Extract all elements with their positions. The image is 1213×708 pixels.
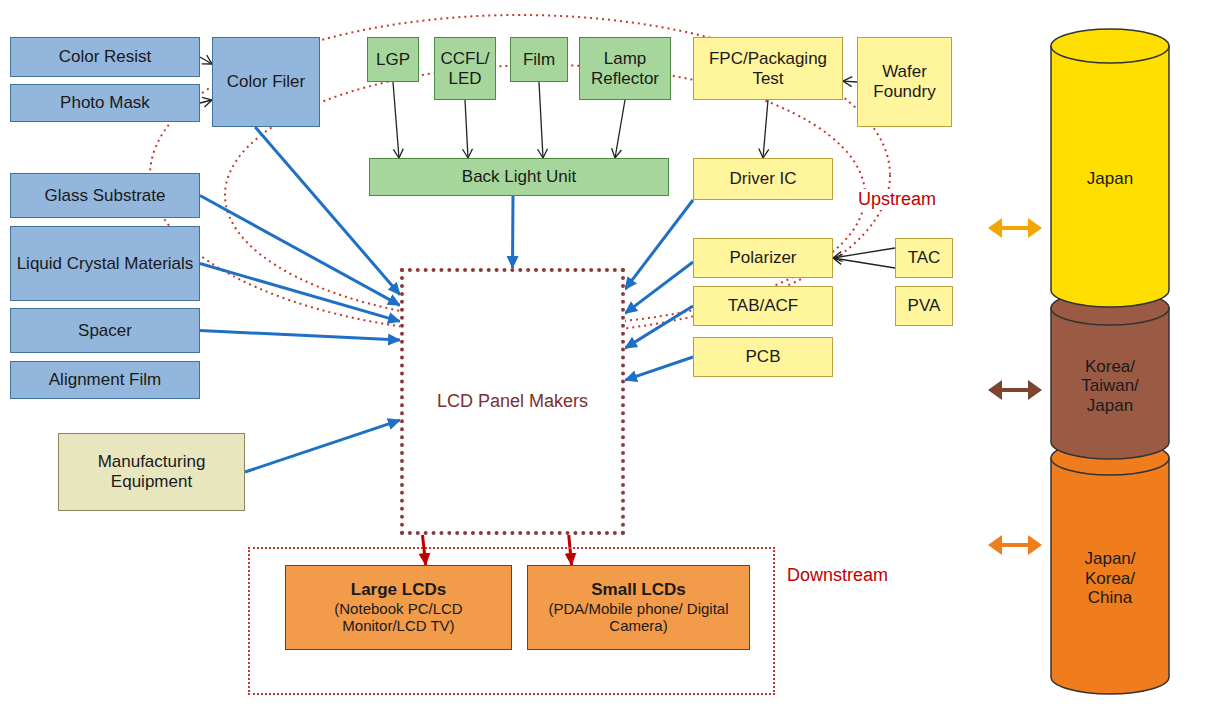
box-label: Back Light Unit xyxy=(462,167,576,187)
component-box: Driver IC xyxy=(693,158,833,200)
box-label: Color Filer xyxy=(227,72,305,92)
product-box: Large LCDs(Notebook PC/LCD Monitor/LCD T… xyxy=(285,565,512,650)
box-label: PVA xyxy=(908,296,941,316)
box-label: Glass Substrate xyxy=(45,186,166,206)
box-label: PCB xyxy=(746,347,781,367)
flow-arrow xyxy=(569,535,572,565)
component-box: TAB/ACF xyxy=(693,286,833,326)
product-box: Small LCDs(PDA/Mobile phone/ Digital Cam… xyxy=(527,565,750,650)
flow-arrow xyxy=(200,57,212,64)
box-label: Manufacturing Equipment xyxy=(64,452,239,491)
flow-arrow xyxy=(625,306,693,348)
cylinder-segment: Japan xyxy=(1050,28,1170,308)
flow-arrow xyxy=(833,258,895,268)
cylinder-segment: Japan/ Korea/ China xyxy=(1050,440,1170,695)
component-box: TAC xyxy=(895,238,953,278)
box-label: Liquid Crystal Materials xyxy=(17,254,194,274)
double-arrow xyxy=(988,535,1042,555)
material-box: Photo Mask xyxy=(10,84,200,122)
box-label: FPC/Packaging Test xyxy=(699,49,837,88)
flow-arrow xyxy=(615,100,625,158)
region-heading: Downstream xyxy=(787,565,888,586)
flow-arrow xyxy=(625,200,693,289)
box-label: Photo Mask xyxy=(60,93,150,113)
flow-arrow xyxy=(245,420,400,472)
equipment-box: Manufacturing Equipment xyxy=(58,433,245,511)
component-box: FPC/Packaging Test xyxy=(693,37,843,100)
box-label: Film xyxy=(523,50,555,70)
backlight-part-box: Lamp Reflector xyxy=(579,37,671,100)
backlight-part-box: Film xyxy=(510,37,568,82)
box-label: Color Resist xyxy=(59,47,152,67)
box-label: Wafer Foundry xyxy=(863,62,946,101)
box-label: TAC xyxy=(908,248,941,268)
flow-arrow xyxy=(625,357,693,380)
box-body: (Notebook PC/LCD Monitor/LCD TV) xyxy=(291,600,506,635)
material-box: Color Resist xyxy=(10,37,200,77)
box-label: Japan/ Korea/ China xyxy=(1074,549,1146,608)
flow-arrow xyxy=(200,100,212,103)
box-label: Driver IC xyxy=(729,169,796,189)
flow-arrow xyxy=(465,100,468,158)
material-box: Liquid Crystal Materials xyxy=(10,226,200,301)
component-box: PVA xyxy=(895,286,953,326)
box-label: Alignment Film xyxy=(49,370,161,390)
box-label: Japan xyxy=(1087,169,1133,189)
box-heading: Small LCDs xyxy=(591,580,685,600)
flow-arrow xyxy=(625,262,693,313)
flow-arrow xyxy=(763,100,768,158)
cylinder-shape xyxy=(1050,28,1170,308)
flow-arrow xyxy=(200,264,400,322)
backlight-part-box: CCFL/ LED xyxy=(434,37,496,100)
box-label: LGP xyxy=(376,50,410,70)
material-box: Color Filer xyxy=(212,37,320,127)
box-label: CCFL/ LED xyxy=(440,49,490,88)
flow-arrow xyxy=(200,196,400,306)
flow-arrow xyxy=(255,127,400,295)
flow-arrow xyxy=(843,80,857,82)
cylinder-segment: Korea/ Taiwan/ Japan xyxy=(1050,290,1170,460)
component-box: PCB xyxy=(693,337,833,377)
box-label: Polarizer xyxy=(729,248,796,268)
box-heading: Large LCDs xyxy=(351,580,446,600)
backlight-unit-box: Back Light Unit xyxy=(369,158,669,196)
box-label: LCD Panel Makers xyxy=(437,391,588,412)
backlight-part-box: LGP xyxy=(367,37,419,82)
panel-maker-box: LCD Panel Makers xyxy=(400,268,625,535)
flow-arrow xyxy=(539,82,543,158)
material-box: Spacer xyxy=(10,308,200,353)
material-box: Alignment Film xyxy=(10,361,200,399)
flow-arrow xyxy=(833,248,895,258)
flow-arrow xyxy=(200,331,400,341)
double-arrow xyxy=(988,380,1042,400)
component-box: Polarizer xyxy=(693,238,833,278)
region-label: Upstream xyxy=(855,189,939,210)
downstream-region: DownstreamLarge LCDs(Notebook PC/LCD Mon… xyxy=(248,547,775,695)
flow-arrow xyxy=(393,82,399,158)
double-arrow xyxy=(988,218,1042,238)
flow-arrow xyxy=(423,535,426,565)
flow-arrow xyxy=(511,196,515,268)
component-box: Wafer Foundry xyxy=(857,37,952,127)
box-label: Korea/ Taiwan/ Japan xyxy=(1074,357,1146,416)
box-label: Lamp Reflector xyxy=(585,49,665,88)
box-label: Spacer xyxy=(78,321,132,341)
box-label: TAB/ACF xyxy=(728,296,799,316)
box-body: (PDA/Mobile phone/ Digital Camera) xyxy=(533,600,744,635)
material-box: Glass Substrate xyxy=(10,173,200,218)
